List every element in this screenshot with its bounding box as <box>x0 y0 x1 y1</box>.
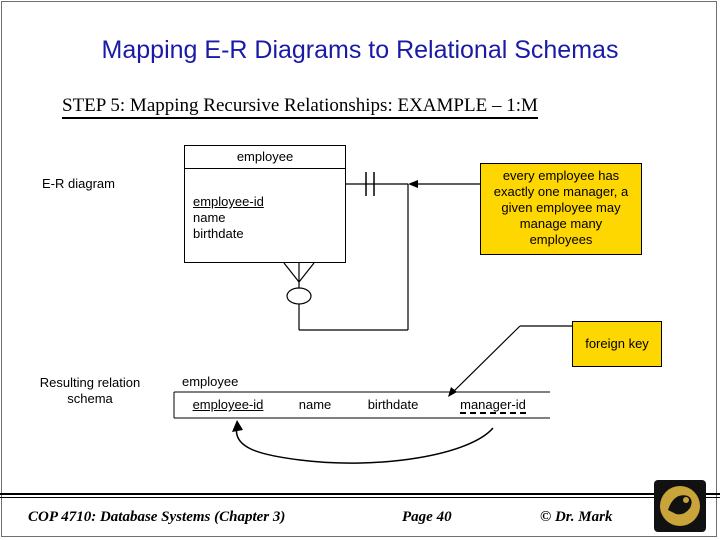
cardinality-note: every employee has exactly one manager, … <box>480 163 642 255</box>
footer-page: Page 40 <box>402 509 452 525</box>
footer-divider-thin <box>0 497 720 498</box>
slide-subtitle: STEP 5: Mapping Recursive Relationships:… <box>62 95 538 119</box>
relation-column-key: employee-id <box>176 392 280 418</box>
relation-column: name <box>298 397 332 412</box>
relation-name: employee <box>182 374 239 389</box>
entity-attribute: birthdate <box>193 226 244 241</box>
foreign-key-callout: foreign key <box>572 321 662 367</box>
entity-attribute: name <box>193 210 226 225</box>
entity-name: employee <box>185 146 345 169</box>
relation-column: birthdate <box>367 397 419 412</box>
footer-course: COP 4710: Database Systems (Chapter 3) <box>28 509 286 525</box>
er-diagram-label: E-R diagram <box>42 176 115 191</box>
university-logo-icon <box>654 480 706 532</box>
relation-column-label: manager-id <box>460 397 526 414</box>
entity-attribute-key: employee-id <box>193 194 264 209</box>
slide-title: Mapping E-R Diagrams to Relational Schem… <box>101 36 619 64</box>
relation-column-label: employee-id <box>192 397 264 412</box>
employee-entity: employee employee-id name birthdate <box>184 145 346 263</box>
schema-label: Resulting relation schema <box>39 375 141 406</box>
relation-column-foreign-key: manager-id <box>446 392 540 418</box>
footer-divider <box>0 493 720 495</box>
footer-author: © Dr. Mark <box>540 509 613 525</box>
